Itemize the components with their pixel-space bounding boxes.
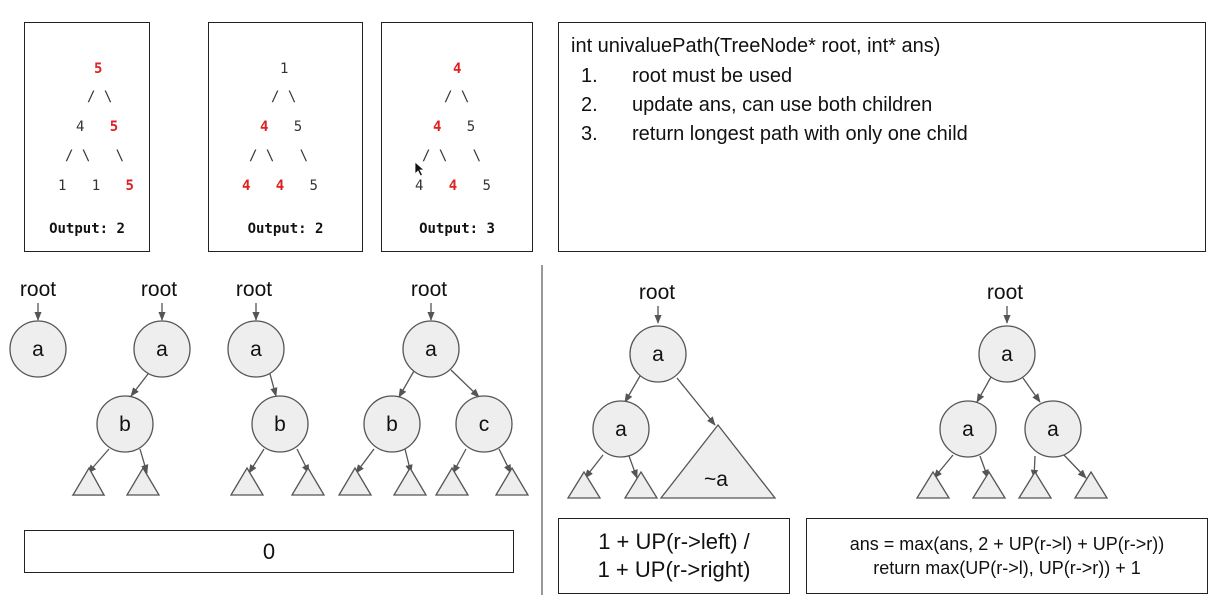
ex2-output: Output: 2 (247, 221, 324, 237)
tree4-label-b: b (386, 413, 398, 436)
mouse-cursor-icon (414, 161, 426, 177)
subtree-triangle (337, 466, 373, 496)
root-label-2: root (141, 278, 177, 301)
tree6-node-right-a (1024, 400, 1082, 458)
ex1-line-2: / \ (87, 89, 113, 105)
example-box-1: 5 / \ 4 5 / \ \ 1 1 5 Output: 2 (24, 22, 150, 252)
rule-text-2: update ans, can use both children (632, 94, 933, 116)
subtree-triangle-large (659, 423, 777, 499)
formula-single-line-1: 1 + UP(r->left) / (598, 529, 750, 554)
tree3-label-b: b (274, 413, 286, 436)
subtree-triangle (434, 466, 470, 496)
ex1-line-4: / \ \ (65, 148, 125, 164)
subtree-triangle (125, 466, 161, 496)
tree4-label-c: c (479, 413, 490, 436)
tree4-node-b (363, 395, 421, 453)
tree5-label-left: a (615, 418, 627, 441)
tree6-node-left-a (939, 400, 997, 458)
ex2-line-3: 4 5 (260, 119, 303, 135)
rule-number-1: 1. (581, 65, 598, 87)
tree6-label-left: a (962, 418, 974, 441)
tree5-label-not-a: ~a (704, 468, 728, 491)
subtree-triangle (623, 470, 659, 499)
ex3-line-5: 4 4 5 (415, 178, 491, 194)
subtree-triangle (1073, 470, 1109, 499)
example-box-2: 1 / \ 4 5 / \ \ 4 4 5 Output: 2 (208, 22, 363, 252)
subtree-triangle (229, 466, 265, 496)
tree2-node-a (133, 320, 191, 378)
ex3-line-3: 4 5 (433, 119, 476, 135)
rule-text-1: root must be used (632, 65, 793, 87)
tree3-node-b (251, 395, 309, 453)
tree4-node-a (402, 320, 460, 378)
rules-box: int univaluePath(TreeNode* root, int* an… (558, 22, 1206, 252)
subtree-triangle (290, 466, 326, 496)
tree2-label-b: b (119, 413, 131, 436)
function-signature: int univaluePath(TreeNode* root, int* an… (571, 35, 941, 57)
ex3-line-4: / \ \ (422, 148, 482, 164)
tree4-label-a: a (425, 338, 437, 361)
root-label-6: root (987, 281, 1023, 304)
rule-number-2: 2. (581, 94, 598, 116)
ex1-line-1: 5 (94, 61, 103, 77)
subtree-triangle (971, 470, 1007, 499)
ex3-output: Output: 3 (419, 221, 495, 237)
subtree-triangle (915, 470, 951, 499)
rule-text-3: return longest path with only one child (632, 123, 968, 145)
subtree-triangle (566, 470, 602, 499)
tree5-node-root-a (629, 325, 687, 383)
tree6-label-root: a (1001, 343, 1013, 366)
tree2-label-a: a (156, 338, 168, 361)
formula-box-single-child: 1 + UP(r->left) / 1 + UP(r->right) (558, 518, 790, 594)
ex1-line-5: 1 1 5 (58, 178, 134, 194)
tree6-node-root-a (978, 325, 1036, 383)
formula-both-line-2: return max(UP(r->l), UP(r->r)) + 1 (873, 558, 1141, 578)
example-box-3: 4 / \ 4 5 / \ \ 4 4 5 Output: 3 (381, 22, 533, 252)
tree3-node-a (227, 320, 285, 378)
subtree-triangle (392, 466, 428, 496)
root-label-3: root (236, 278, 272, 301)
subtree-triangle (494, 466, 530, 496)
ex2-line-4: / \ \ (249, 148, 309, 164)
ex2-line-1: 1 (280, 61, 289, 77)
root-label-5: root (639, 281, 675, 304)
tree6-label-right: a (1047, 418, 1059, 441)
subtree-triangle (1017, 470, 1053, 499)
tree5-node-left-a (592, 400, 650, 458)
rule-number-3: 3. (581, 123, 598, 145)
ex3-line-2: / \ (444, 89, 470, 105)
root-label-1: root (20, 278, 56, 301)
formula-zero: 0 (262, 538, 276, 564)
ex2-line-5: 4 4 5 (242, 178, 318, 194)
formula-both-line-1: ans = max(ans, 2 + UP(r->l) + UP(r->r)) (849, 534, 1165, 554)
formula-box-zero: 0 (24, 530, 514, 573)
root-label-4: root (411, 278, 447, 301)
tree4-node-c (455, 395, 513, 453)
tree1-node-a (9, 320, 67, 378)
formula-box-both-children: ans = max(ans, 2 + UP(r->l) + UP(r->r)) … (806, 518, 1208, 594)
ex3-line-1: 4 (453, 61, 462, 77)
tree3-label-a: a (250, 338, 262, 361)
ex1-output: Output: 2 (49, 221, 125, 237)
ex2-line-2: / \ (271, 89, 297, 105)
subtree-triangle (71, 466, 106, 496)
tree5-label-root: a (652, 343, 664, 366)
tree1-label-a: a (32, 338, 44, 361)
formula-single-line-2: 1 + UP(r->right) (597, 557, 751, 582)
tree2-node-b (96, 395, 154, 453)
ex1-line-3: 4 5 (76, 119, 119, 135)
